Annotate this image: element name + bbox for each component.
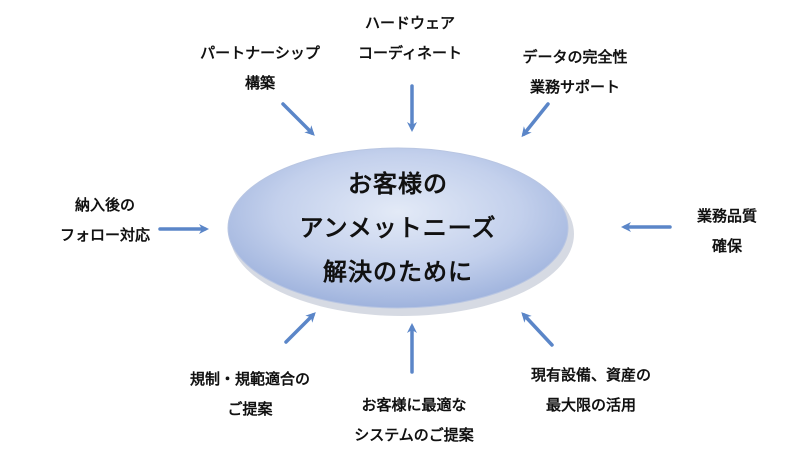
arrow-asset-use <box>521 312 554 347</box>
center-title-line-1: お客様の <box>348 170 448 198</box>
label-data-integrity: データの完全性 業務サポート <box>522 48 628 96</box>
arrow-partnership <box>281 102 315 136</box>
center-title: お客様の アンメットニーズ 解決のために <box>230 150 566 306</box>
label-asset-use: 現有設備、資産の 最大限の活用 <box>530 366 651 414</box>
label-optimal-system: お客様に最適な システムのご提案 <box>354 396 474 444</box>
label-regulation: 規制・規範適合の ご提案 <box>189 370 310 418</box>
label-quality: 業務品質 確保 <box>696 207 757 255</box>
arrow-regulation <box>284 312 316 344</box>
center-ellipse <box>227 147 569 309</box>
label-partnership: パートナーシップ 構築 <box>200 44 320 92</box>
label-hardware: ハードウェア コーディネート <box>358 14 462 62</box>
label-followup: 納入後の フォロー対応 <box>59 196 150 244</box>
center-title-line-2: アンメットニーズ <box>299 214 497 242</box>
arrow-data-integrity <box>521 102 550 138</box>
arrows <box>158 84 672 374</box>
center-title-line-3: 解決のために <box>323 258 473 286</box>
